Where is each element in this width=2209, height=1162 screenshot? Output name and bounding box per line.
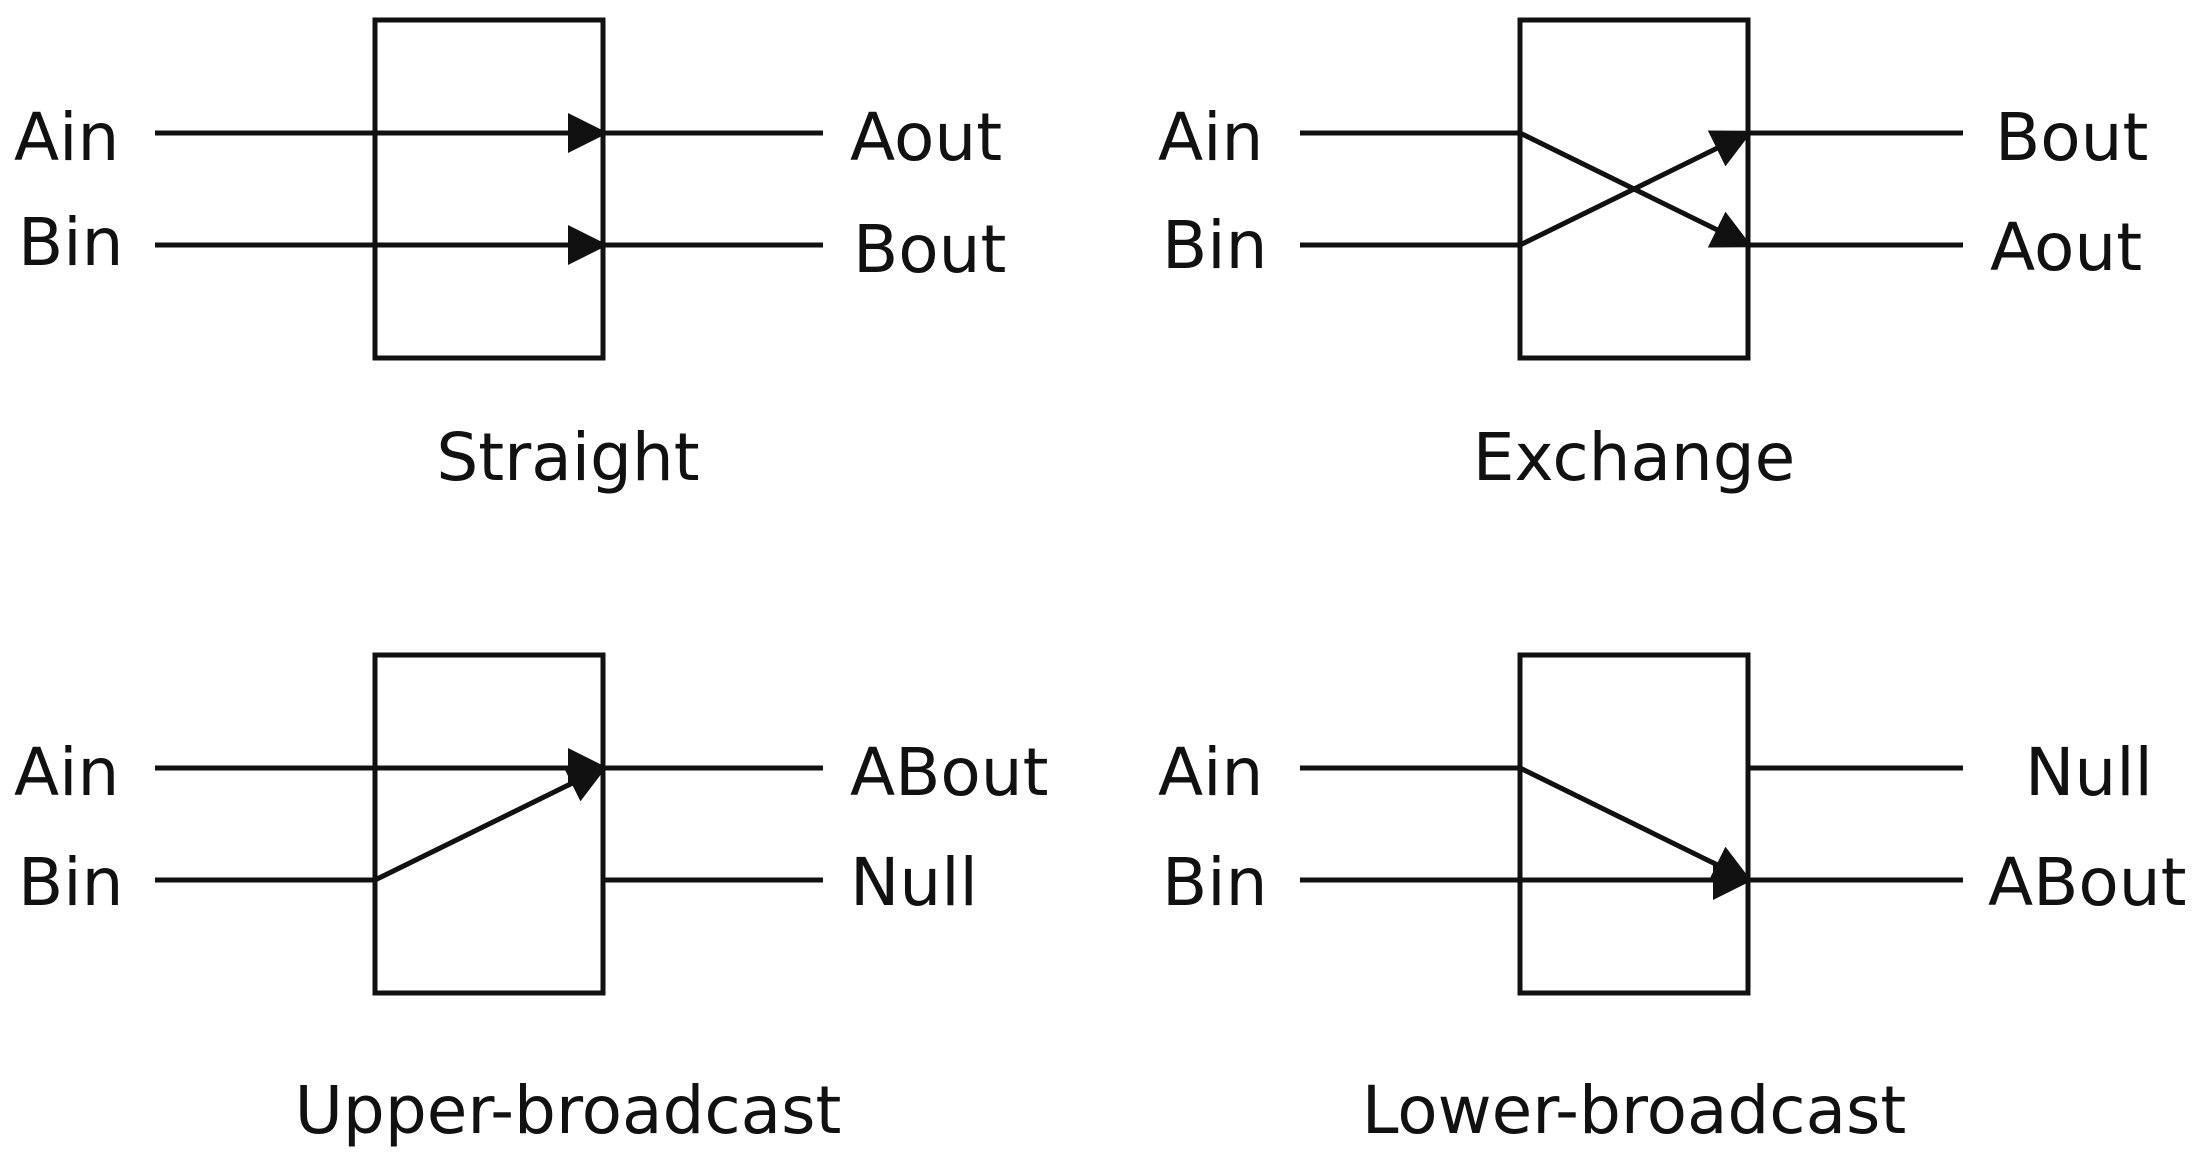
panel-straight: Ain Bin Aout Bout Straight: [14, 17, 1006, 496]
panel-upper-broadcast: Ain Bin ABout Null Upper-broadcast: [14, 652, 1049, 1149]
input-label-upper: Ain: [14, 734, 119, 811]
connection-ain-to-lower: [1518, 765, 1753, 883]
connection-bin-to-upper: [1518, 130, 1753, 248]
output-label-lower: Bout: [853, 211, 1006, 288]
connection-bin-to-upper: [373, 765, 608, 883]
output-label-lower: Null: [850, 844, 978, 921]
output-label-upper: Bout: [1995, 99, 2148, 176]
switch-box: [1517, 652, 1751, 996]
panel-caption: Straight: [436, 419, 699, 496]
output-label-upper: Null: [2025, 734, 2153, 811]
panel-caption: Exchange: [1473, 419, 1796, 496]
input-label-upper: Ain: [14, 99, 119, 176]
input-label-upper: Ain: [1158, 734, 1263, 811]
output-label-lower: Aout: [1990, 209, 2142, 286]
output-label-upper: ABout: [850, 734, 1049, 811]
output-label-upper: Aout: [850, 99, 1002, 176]
switch-box: [372, 17, 606, 361]
panel-caption: Upper-broadcast: [295, 1072, 842, 1149]
panel-caption: Lower-broadcast: [1362, 1072, 1907, 1149]
input-label-lower: Bin: [18, 844, 123, 921]
input-label-lower: Bin: [1162, 844, 1267, 921]
input-label-lower: Bin: [18, 204, 123, 281]
panel-lower-broadcast: Ain Bin Null ABout Lower-broadcast: [1158, 652, 2187, 1149]
input-label-upper: Ain: [1158, 99, 1263, 176]
panel-exchange: Ain Bin Bout Aout Exchange: [1158, 17, 2148, 496]
output-label-lower: ABout: [1988, 844, 2187, 921]
switch-box: [1517, 17, 1751, 361]
switch-box: [372, 652, 606, 996]
input-label-lower: Bin: [1162, 207, 1267, 284]
